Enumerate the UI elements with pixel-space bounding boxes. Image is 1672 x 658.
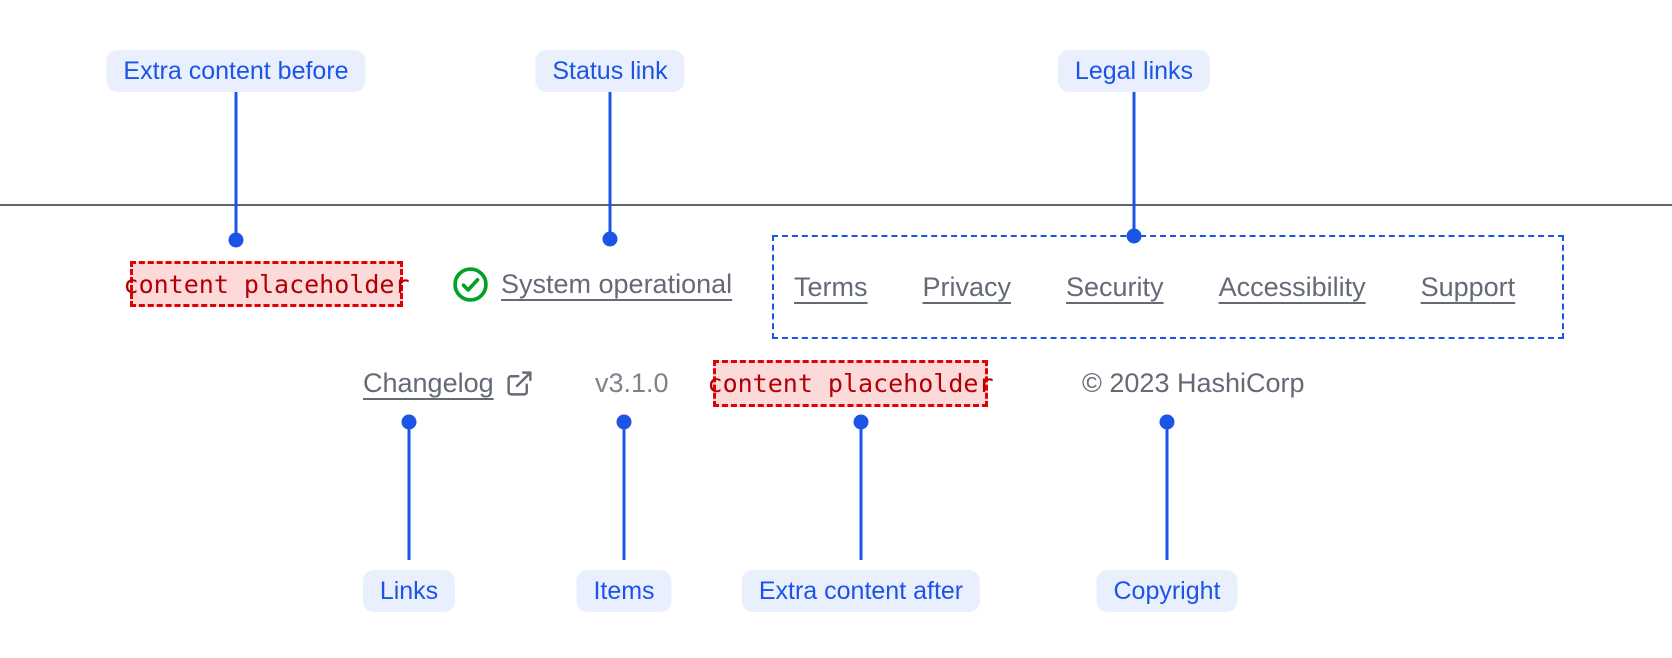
- annotation-legal-links: Legal links: [1057, 50, 1211, 92]
- annotation-extra-content-before: Extra content before: [106, 50, 366, 92]
- status-link-group: System operational: [452, 261, 732, 307]
- status-link[interactable]: System operational: [501, 268, 733, 299]
- connector-line-items: [622, 429, 626, 560]
- legal-link-terms[interactable]: Terms: [794, 271, 868, 302]
- extra-content-before-placeholder: content placeholder: [124, 261, 410, 307]
- connector-line-extra-content-after: [859, 429, 863, 560]
- connector-dot-links: [401, 414, 417, 430]
- check-circle-icon: [452, 266, 489, 303]
- connector-line-extra-content-before: [234, 92, 238, 240]
- connector-line-links: [407, 429, 411, 560]
- copyright-text: © 2023 HashiCorp: [1082, 367, 1305, 398]
- legal-link-accessibility[interactable]: Accessibility: [1218, 271, 1366, 302]
- connector-dot-items: [616, 414, 632, 430]
- annotation-items: Items: [576, 570, 672, 612]
- connector-dot-extra-content-before: [228, 232, 244, 248]
- legal-link-privacy[interactable]: Privacy: [922, 271, 1012, 302]
- external-link-icon: [505, 369, 534, 398]
- legal-links-container: Terms Privacy Security Accessibility Sup…: [772, 235, 1564, 339]
- connector-line-status-link: [608, 92, 612, 239]
- connector-dot-copyright: [1159, 414, 1175, 430]
- changelog-link[interactable]: Changelog: [363, 367, 494, 398]
- connector-dot-extra-content-after: [853, 414, 869, 430]
- annotation-links: Links: [362, 570, 456, 612]
- footer-top-divider: [0, 204, 1672, 206]
- legal-link-security[interactable]: Security: [1066, 271, 1164, 302]
- annotation-copyright: Copyright: [1096, 570, 1238, 612]
- connector-line-legal-links: [1132, 92, 1136, 236]
- annotation-extra-content-after: Extra content after: [741, 570, 981, 612]
- changelog-link-group: Changelog: [363, 362, 534, 404]
- connector-line-copyright: [1165, 429, 1169, 560]
- extra-content-after-placeholder: content placeholder: [708, 360, 994, 407]
- connector-dot-status-link: [602, 231, 618, 247]
- version-text: v3.1.0: [595, 367, 669, 398]
- legal-link-support[interactable]: Support: [1420, 271, 1516, 302]
- annotation-status-link: Status link: [535, 50, 685, 92]
